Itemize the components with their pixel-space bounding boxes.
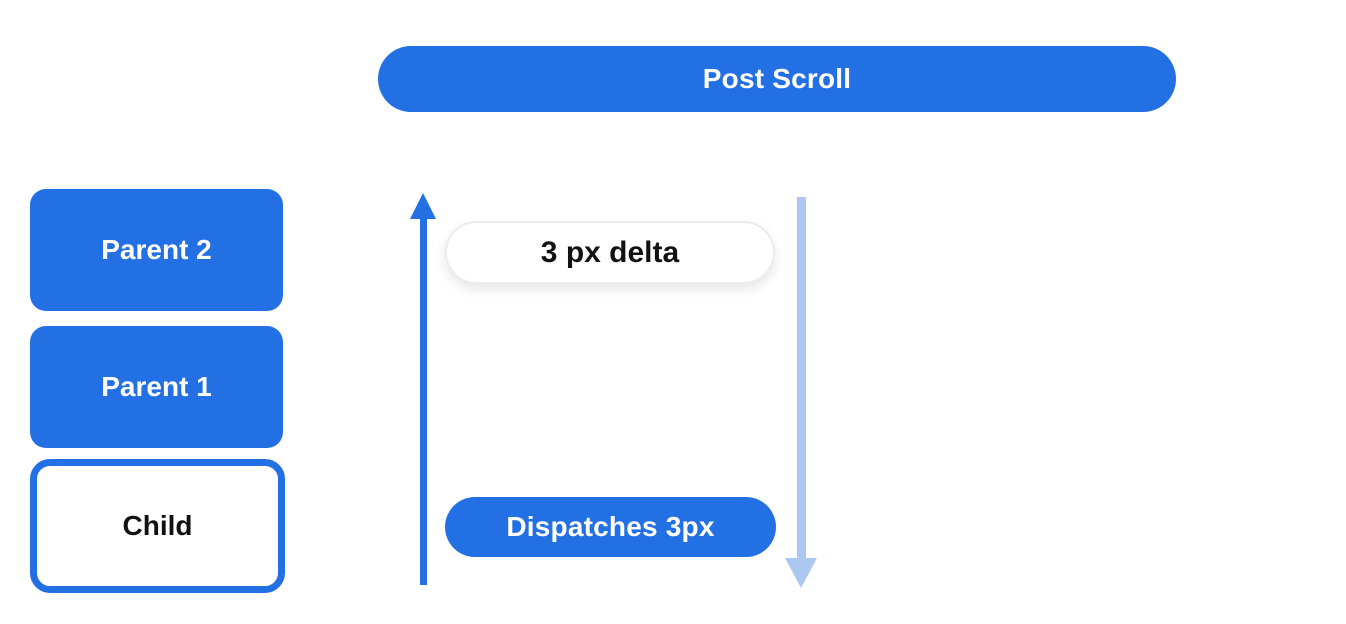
post-scroll-header-pill: Post Scroll bbox=[378, 46, 1176, 112]
dispatch-annotation-pill: Dispatches 3px bbox=[445, 497, 776, 557]
dispatch-annotation-label: Dispatches 3px bbox=[506, 511, 715, 542]
node-parent-1-label: Parent 1 bbox=[101, 371, 212, 402]
node-parent-1: Parent 1 bbox=[30, 326, 283, 448]
post-scroll-label: Post Scroll bbox=[702, 63, 852, 94]
node-child: Child bbox=[30, 459, 285, 593]
node-parent-2: Parent 2 bbox=[30, 189, 283, 311]
down-arrow-icon bbox=[785, 558, 817, 588]
node-parent-2-label: Parent 2 bbox=[101, 234, 212, 265]
up-arrow-icon bbox=[410, 193, 436, 219]
down-arrow-line bbox=[797, 197, 806, 560]
node-child-label: Child bbox=[122, 510, 193, 541]
delta-annotation-label: 3 px delta bbox=[540, 235, 680, 269]
up-arrow-line bbox=[420, 212, 427, 585]
delta-annotation-pill: 3 px delta bbox=[445, 221, 775, 284]
